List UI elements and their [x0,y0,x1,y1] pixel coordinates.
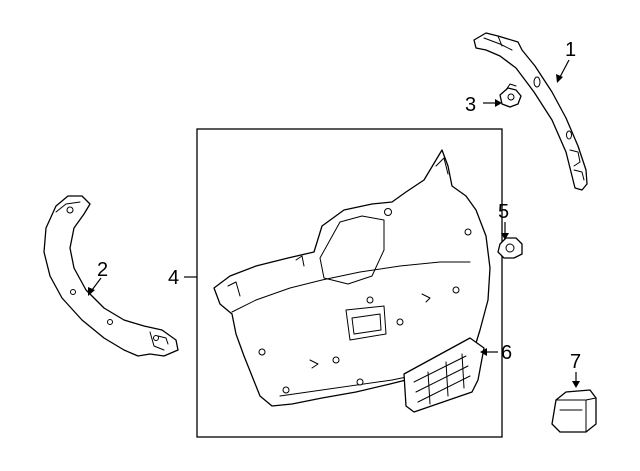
callout-2: 2 [97,259,108,281]
part-2-pillar-trim[interactable] [43,195,179,357]
callout-7: 7 [570,351,581,373]
leader-lines [88,59,580,388]
callout-3: 3 [465,94,476,116]
callout-5: 5 [498,201,509,223]
part-5-push-clip[interactable] [497,237,523,259]
part-1-pillar-trim[interactable] [473,32,588,191]
group-frame-part-4 [196,128,503,438]
callout-6: 6 [501,342,512,364]
part-4-liftgate-trim-panel[interactable] [213,149,491,407]
callout-4: 4 [168,267,179,289]
callout-1: 1 [565,39,576,61]
part-3-clip[interactable] [499,83,522,108]
part-6-cover-panel[interactable] [403,337,485,413]
part-7-bracket[interactable] [551,389,597,433]
